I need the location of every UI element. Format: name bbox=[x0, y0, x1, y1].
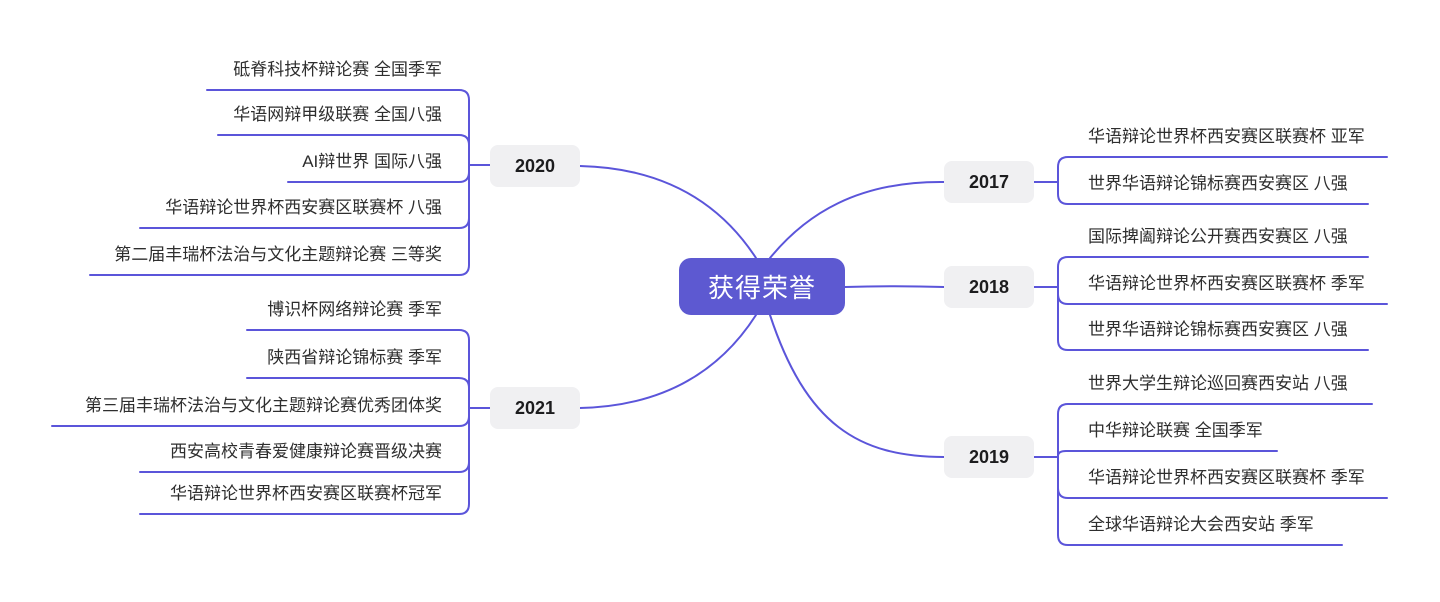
branch-lines-2020 bbox=[89, 89, 757, 276]
branch-lines-2018 bbox=[844, 256, 1388, 351]
central-topic[interactable]: 获得荣誉 bbox=[679, 258, 845, 315]
topic-2020-item-1[interactable]: 砥脊科技杯辩论赛 全国季军 bbox=[233, 60, 442, 79]
topic-2017-item-2[interactable]: 世界华语辩论锦标赛西安赛区 八强 bbox=[1088, 174, 1348, 193]
topic-2020-item-3[interactable]: AI辩世界 国际八强 bbox=[302, 152, 442, 171]
topic-2019-item-4[interactable]: 全球华语辩论大会西安站 季军 bbox=[1088, 515, 1314, 534]
topic-2017-item-1[interactable]: 华语辩论世界杯西安赛区联赛杯 亚军 bbox=[1088, 127, 1365, 146]
topic-2021-item-4[interactable]: 西安高校青春爱健康辩论赛晋级决赛 bbox=[170, 442, 442, 461]
topic-2020-item-4[interactable]: 华语辩论世界杯西安赛区联赛杯 八强 bbox=[165, 198, 442, 217]
topic-2020-item-5[interactable]: 第二届丰瑞杯法治与文化主题辩论赛 三等奖 bbox=[114, 245, 442, 264]
topic-2019-item-3[interactable]: 华语辩论世界杯西安赛区联赛杯 季军 bbox=[1088, 468, 1365, 487]
topic-2018-item-2[interactable]: 华语辩论世界杯西安赛区联赛杯 季军 bbox=[1088, 274, 1365, 293]
year-node-2017[interactable]: 2017 bbox=[944, 161, 1034, 203]
branch-lines-2021 bbox=[51, 314, 757, 515]
topic-2018-item-1[interactable]: 国际捭阖辩论公开赛西安赛区 八强 bbox=[1088, 227, 1348, 246]
topic-2021-item-1[interactable]: 博识杯网络辩论赛 季军 bbox=[267, 300, 442, 319]
year-node-2019[interactable]: 2019 bbox=[944, 436, 1034, 478]
topic-2021-item-5[interactable]: 华语辩论世界杯西安赛区联赛杯冠军 bbox=[170, 484, 442, 503]
topic-2018-item-3[interactable]: 世界华语辩论锦标赛西安赛区 八强 bbox=[1088, 320, 1348, 339]
branch-lines-2017 bbox=[769, 156, 1388, 259]
topic-2021-item-2[interactable]: 陕西省辩论锦标赛 季军 bbox=[267, 348, 442, 367]
year-node-2020[interactable]: 2020 bbox=[490, 145, 580, 187]
topic-2020-item-2[interactable]: 华语网辩甲级联赛 全国八强 bbox=[233, 105, 442, 124]
topic-2019-item-1[interactable]: 世界大学生辩论巡回赛西安站 八强 bbox=[1088, 374, 1348, 393]
topic-2021-item-3[interactable]: 第三届丰瑞杯法治与文化主题辩论赛优秀团体奖 bbox=[85, 396, 442, 415]
topic-2019-item-2[interactable]: 中华辩论联赛 全国季军 bbox=[1088, 421, 1263, 440]
year-node-2021[interactable]: 2021 bbox=[490, 387, 580, 429]
year-node-2018[interactable]: 2018 bbox=[944, 266, 1034, 308]
branch-lines-2019 bbox=[769, 314, 1388, 546]
